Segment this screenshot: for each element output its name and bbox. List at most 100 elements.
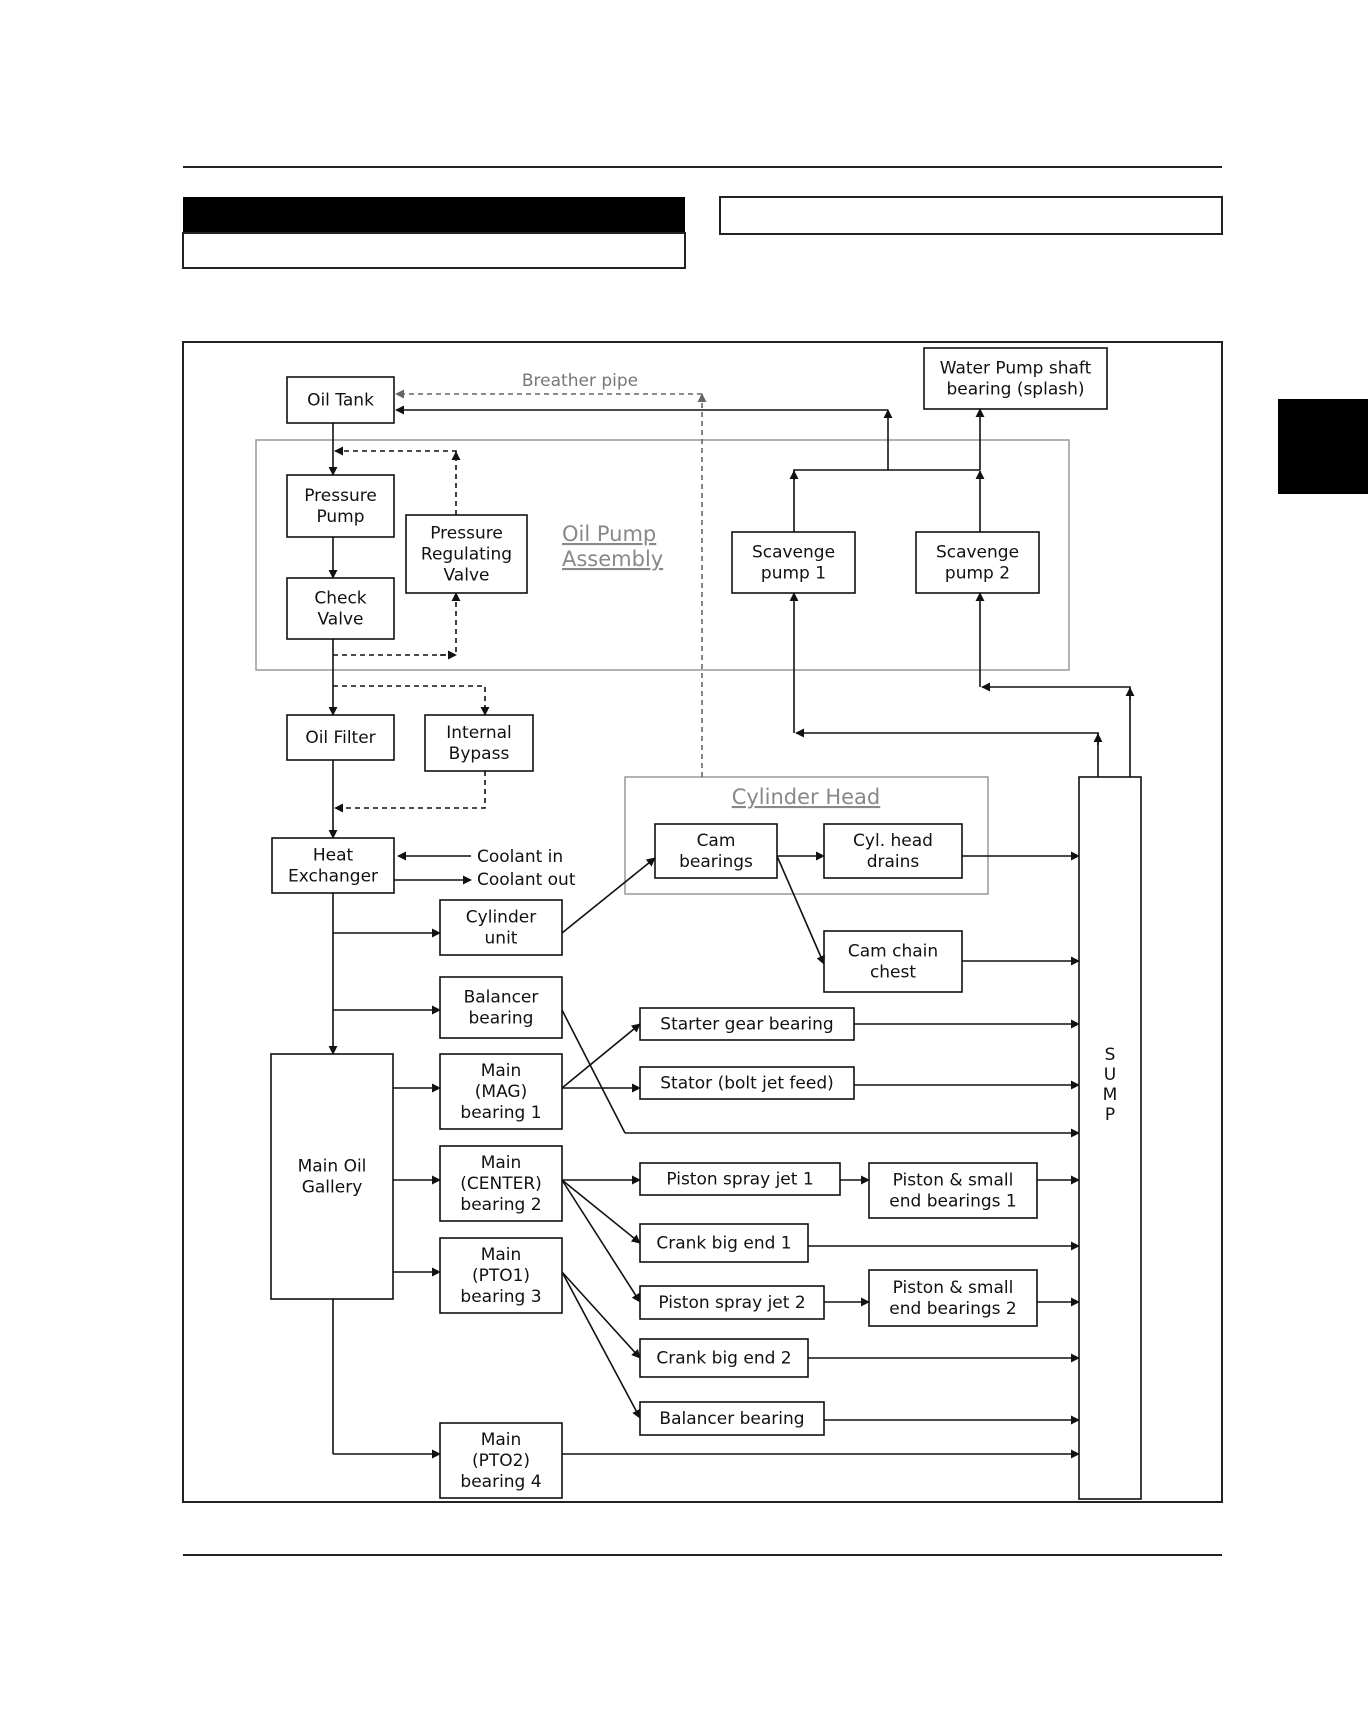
oil-pump-assembly-title: Assembly: [562, 547, 663, 571]
piston-small-end-bearings-2-label: Piston & small: [893, 1278, 1014, 1298]
coolant-in-label: Coolant in: [477, 847, 563, 867]
oil-filter-node: Oil Filter: [286, 714, 395, 761]
oil-pump-assembly-title: Oil Pump: [562, 522, 656, 546]
main-pto1-bearing-3-node: Main(PTO1)bearing 3: [439, 1237, 563, 1314]
header-box-right: [719, 196, 1223, 235]
piston-spray-jet-2-box: [639, 1285, 825, 1320]
pressure-regulating-valve-label: Pressure: [430, 523, 503, 543]
cylinder-unit-box: [439, 899, 563, 956]
water-pump-shaft-bearing-label: bearing (splash): [946, 379, 1084, 399]
header-box-left: [182, 232, 686, 269]
heat-exchanger-label: Heat: [313, 845, 354, 865]
scavenge-manifold-line: [793, 469, 980, 532]
sump-to-scavenge1-line: [795, 728, 1099, 777]
pressure-pump-label: Pressure: [304, 486, 377, 506]
stator-bolt-jet-feed-node: Stator (bolt jet feed): [639, 1066, 855, 1100]
main-oil-gallery-label: Main Oil: [298, 1156, 367, 1176]
piston-spray-jet-2-label: Piston spray jet 2: [658, 1293, 805, 1313]
cylinder-head-group: [624, 776, 989, 895]
starter-gear-bearing-label: Starter gear bearing: [660, 1014, 833, 1034]
piston-small-end-bearings-2-label: end bearings 2: [889, 1299, 1016, 1319]
sump-to-scavenge2-line: [981, 682, 1131, 777]
check-valve-label: Check: [314, 588, 366, 608]
cylinder-unit-label: Cylinder: [466, 907, 536, 927]
piston-spray-jet-1-label: Piston spray jet 1: [666, 1169, 813, 1189]
cam-bearings-label: Cam: [697, 831, 736, 851]
balancer-down-line: [561, 1009, 626, 1134]
crank-big-end-2-label: Crank big end 2: [656, 1348, 791, 1368]
piston-small-end-bearings-2-box: [868, 1269, 1038, 1327]
main-oil-gallery-box: [270, 1053, 394, 1300]
pressure-regulating-valve-box: [405, 514, 528, 594]
main-pto1-bearing-3-label: bearing 3: [460, 1287, 541, 1307]
filter-bypass-dashed-arrow: [333, 685, 490, 716]
pressure-pump-box: [286, 474, 395, 538]
cyl-head-drains-label: drains: [867, 852, 920, 872]
main-mag-bearing-1-label: bearing 1: [460, 1103, 541, 1123]
scavenge-pump-2-label: pump 2: [945, 563, 1010, 583]
coolant-out-label: Coolant out: [477, 870, 576, 890]
main-oil-gallery-label: Gallery: [302, 1177, 363, 1197]
crank-big-end-1-label: Crank big end 1: [656, 1233, 791, 1253]
main-pto2-bearing-4-label: Main: [481, 1430, 522, 1450]
balancer-bearing-upper-label: Balancer: [464, 987, 539, 1007]
cam-chain-chest-box: [823, 930, 963, 993]
main-mag-bearing-1-box: [439, 1053, 563, 1130]
main-pto2-bearing-4-box: [439, 1422, 563, 1499]
internal-bypass-label: Internal: [446, 723, 512, 743]
cyl-head-drains-label: Cyl. head: [853, 831, 933, 851]
sump-label: P: [1105, 1105, 1115, 1125]
oil-tank-box: [286, 376, 395, 424]
center-to-spray2-arrow: [561, 1179, 641, 1303]
crank-big-end-1-node: Crank big end 1: [639, 1223, 809, 1263]
oil-filter-label: Oil Filter: [305, 728, 375, 748]
sump-label: U: [1104, 1065, 1116, 1085]
balancer-bearing-lower-label: Balancer bearing: [659, 1409, 804, 1429]
internal-bypass-label: Bypass: [449, 744, 510, 764]
main-center-bearing-2-box: [439, 1145, 563, 1222]
cylinder-head-title: Cylinder Head: [732, 785, 881, 809]
piston-small-end-bearings-1-label: Piston & small: [893, 1170, 1014, 1190]
crank-big-end-2-box: [639, 1338, 809, 1378]
sump-label: S: [1105, 1045, 1116, 1065]
cyl-head-drains-box: [823, 823, 963, 879]
scavenge-pump-1-box: [731, 531, 856, 594]
sump-label: M: [1103, 1085, 1118, 1105]
oil-pump-assembly-group: [255, 439, 1070, 671]
cylinder-unit-label: unit: [485, 928, 518, 948]
piston-spray-jet-1-node: Piston spray jet 1: [639, 1162, 841, 1196]
main-pto2-bearing-4-label: (PTO2): [472, 1451, 530, 1471]
section-tab: [1278, 399, 1368, 494]
cam-bearings-label: bearings: [679, 852, 753, 872]
check-valve-box: [286, 577, 395, 640]
water-pump-shaft-bearing-label: Water Pump shaft: [940, 358, 1092, 378]
pto1-to-crank2-arrow: [561, 1271, 641, 1359]
main-center-bearing-2-label: (CENTER): [460, 1174, 542, 1194]
stator-bolt-jet-feed-box: [639, 1066, 855, 1100]
main-center-bearing-2-label: Main: [481, 1153, 522, 1173]
scavenge-pump-1-label: Scavenge: [752, 542, 835, 562]
crank-big-end-1-box: [639, 1223, 809, 1263]
main-mag-bearing-1-node: Main(MAG)bearing 1: [439, 1053, 563, 1130]
pressure-pump-label: Pump: [316, 507, 364, 527]
stator-bolt-jet-feed-label: Stator (bolt jet feed): [660, 1073, 834, 1093]
balancer-bearing-lower-node: Balancer bearing: [639, 1401, 825, 1436]
piston-spray-jet-2-node: Piston spray jet 2: [639, 1285, 825, 1320]
check-to-regulator-dashed-arrow: [333, 592, 461, 656]
header-black-bar: [183, 197, 685, 233]
